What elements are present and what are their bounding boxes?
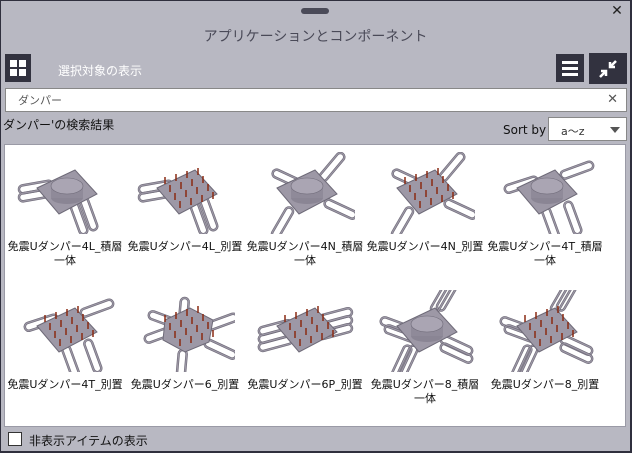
component-name-line1: 免震Uダンパー4T_別置: [7, 378, 123, 391]
show-hidden-label: 非表示アイテムの表示: [29, 434, 148, 448]
component-name-line2: 一体: [534, 254, 556, 267]
component-tile[interactable]: 免震Uダンパー4L_別置: [125, 152, 245, 254]
search-box: ✕: [5, 88, 627, 112]
component-name-line1: 免震Uダンパー4L_積層: [7, 240, 123, 253]
show-selection-label[interactable]: 選択対象の表示: [58, 64, 143, 78]
list-view-icon: [562, 60, 578, 76]
component-name-line1: 免震Uダンパー6_別置: [130, 378, 240, 391]
component-name-line1: 免震Uダンパー4N_積層: [246, 240, 364, 253]
component-name-line1: 免震Uダンパー8_別置: [490, 378, 600, 391]
component-tile[interactable]: 免震Uダンパー8_別置: [483, 278, 607, 392]
component-name: 免震Uダンパー6P_別置: [243, 378, 367, 392]
component-name-line1: 免震Uダンパー4L_別置: [127, 240, 243, 253]
collapse-button[interactable]: [589, 53, 627, 84]
component-tile[interactable]: 免震Uダンパー4N_別置: [363, 151, 487, 254]
component-thumbnail: [255, 151, 358, 240]
component-thumbnail: [135, 290, 239, 386]
sort-by-label: Sort by: [503, 123, 547, 137]
component-tile[interactable]: 免震Uダンパー4N_積層一体: [243, 151, 367, 268]
component-thumbnail: [15, 290, 115, 380]
component-name: 免震Uダンパー8_別置: [483, 378, 607, 392]
sort-dropdown[interactable]: a〜z: [548, 117, 627, 141]
component-name: 免震Uダンパー4T_別置: [3, 378, 127, 392]
component-tile[interactable]: 免震Uダンパー4T_積層一体: [485, 152, 605, 268]
component-thumbnail: [495, 278, 595, 379]
drag-handle-icon[interactable]: [301, 8, 329, 14]
component-tile[interactable]: 免震Uダンパー6_別置: [125, 290, 245, 392]
component-name-line1: 免震Uダンパー4T_積層: [487, 240, 603, 253]
component-thumbnail: [375, 151, 478, 240]
results-panel: 免震Uダンパー4L_積層一体免震Uダンパー4L_別置免震Uダンパー4N_積層一体…: [4, 144, 626, 427]
component-thumbnail: [495, 152, 595, 242]
list-view-button[interactable]: [556, 54, 584, 82]
sort-value: a〜z: [561, 125, 585, 138]
component-name: 免震Uダンパー6_別置: [123, 378, 247, 392]
component-thumbnail: [15, 152, 115, 236]
component-name: 免震Uダンパー4N_積層一体: [243, 240, 367, 268]
component-name-line2: 一体: [414, 392, 436, 405]
component-name: 免震Uダンパー4N_別置: [363, 240, 487, 254]
component-name: 免震Uダンパー4L_積層一体: [3, 240, 127, 268]
search-input[interactable]: [6, 89, 586, 111]
component-name: 免震Uダンパー4L_別置: [123, 240, 247, 254]
component-tile[interactable]: 免震Uダンパー4T_別置: [5, 290, 125, 392]
window-title: アプリケーションとコンポーネント: [203, 29, 428, 45]
component-tile[interactable]: 免震Uダンパー6P_別置: [245, 290, 365, 392]
component-name-line2: 一体: [54, 254, 76, 267]
component-name-line1: 免震Uダンパー8_積層: [370, 378, 480, 391]
component-name: 免震Uダンパー4T_積層一体: [483, 240, 607, 268]
close-icon[interactable]: ✕: [611, 3, 623, 19]
collapse-arrows-icon: [599, 59, 617, 78]
component-name: 免震Uダンパー8_積層一体: [363, 378, 487, 406]
component-thumbnail: [135, 152, 235, 236]
component-name-line1: 免震Uダンパー4N_別置: [366, 240, 484, 253]
component-name-line1: 免震Uダンパー6P_別置: [247, 378, 363, 391]
grid-view-icon: [10, 60, 26, 76]
show-hidden-checkbox[interactable]: [8, 432, 22, 446]
component-tile[interactable]: 免震Uダンパー4L_積層一体: [5, 152, 125, 268]
chevron-down-icon: [610, 127, 620, 133]
component-thumbnail: [375, 278, 475, 379]
grid-view-button[interactable]: [5, 54, 31, 82]
component-thumbnail: [255, 290, 355, 372]
search-results-label: ダンパー'の検索結果: [3, 118, 115, 132]
clear-icon[interactable]: ✕: [607, 92, 618, 107]
component-tile[interactable]: 免震Uダンパー8_積層一体: [363, 278, 487, 406]
component-name-line2: 一体: [294, 254, 316, 267]
